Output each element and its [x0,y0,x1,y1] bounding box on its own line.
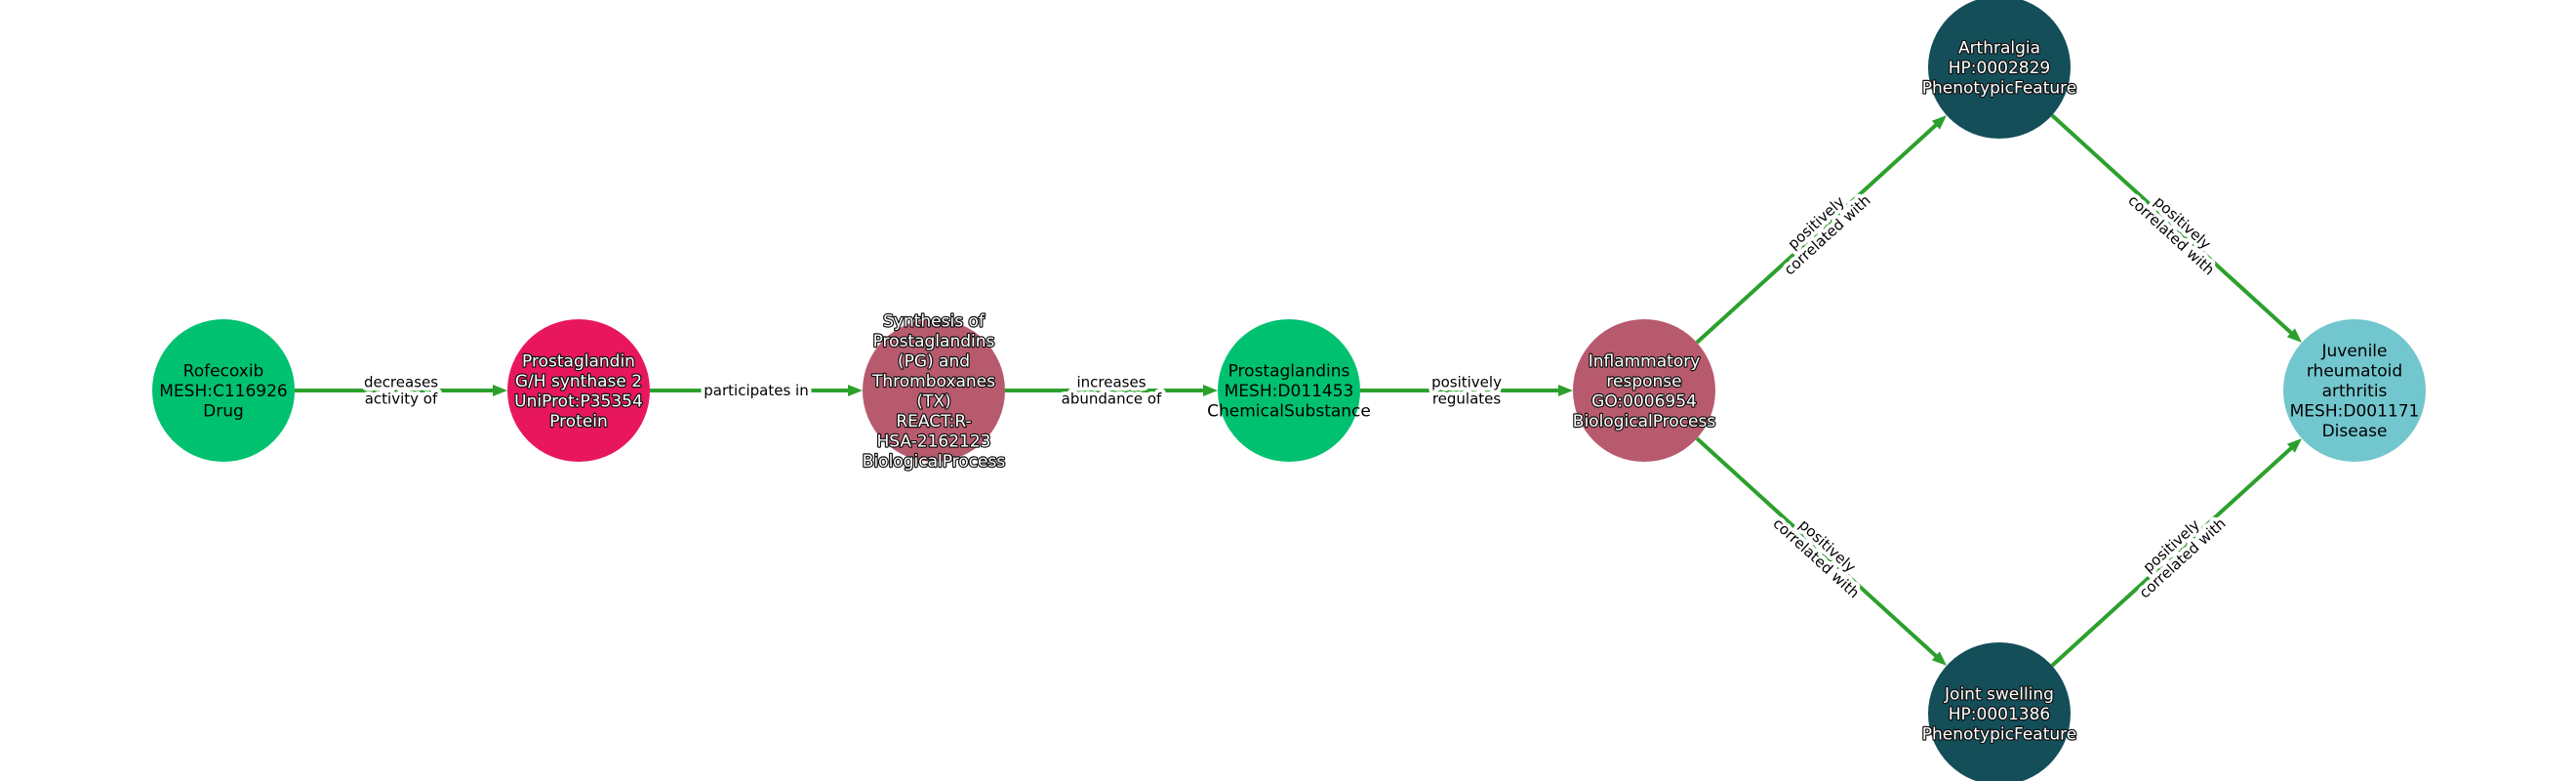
node-label-line: (TX) [916,391,950,411]
node-label-line: Juvenile [2321,342,2388,361]
node-label-line: Protein [549,412,608,432]
edge-label-line: regulates [1432,390,1502,408]
node-label-line: Drug [203,402,244,422]
node-label-line: rheumatoid [2307,362,2402,382]
node-label-line: Joint swelling [1944,685,2054,705]
node-label-line: UniProt:P35354 [514,391,643,411]
node-label-line: Prostaglandins [1228,362,1350,382]
node-label-line: BiologicalProcess [1573,412,1716,432]
node-circle[interactable] [1218,319,1360,462]
edge-label-line: activity of [365,390,438,408]
edge-rofecoxib-ptgs2 [295,385,507,396]
node-label-line: Prostaglandins [873,332,995,351]
edges-layer [295,113,2302,668]
node-label-line: MESH:C116926 [159,382,287,401]
arrow-head [848,385,863,396]
edge-line [1695,122,1939,345]
node-label-line: Thromboxanes [871,372,995,391]
edge-prostaglandins-inflammatory [1360,385,1573,396]
edge-line [1695,436,1939,659]
node-label-line: PhenotypicFeature [1922,725,2077,745]
node-label-line: MESH:D011453 [1225,382,1354,401]
edge-label-line: increases [1076,374,1146,391]
edge-inflammatory-arthralgia [1695,115,1947,345]
node-label-line: HP:0002829 [1949,59,2050,78]
edge-line [2050,445,2294,668]
edge-ptgs2-synthesis [650,385,863,396]
node-label-line: Inflammatory [1589,351,1701,371]
node-label-line: arthritis [2322,382,2388,401]
node-label-line: G/H synthase 2 [515,372,642,391]
edge-joint_swelling-jra [2050,438,2302,668]
arrow-head [2286,438,2302,453]
node-label-line: HP:0001386 [1949,705,2050,724]
edge-label: participates in [700,378,812,403]
edge-label-line: decreases [364,374,438,391]
arrow-head [1931,651,1947,666]
node-label-line: HSA-2162123 [877,432,991,451]
edge-label-line: abundance of [1062,390,1162,408]
node-label-line: Rofecoxib [183,362,264,382]
node-label-line: BiologicalProcess [863,452,1006,472]
edge-label-line: participates in [704,382,808,399]
node-label-line: Synthesis of [883,311,986,331]
node-label-line: Disease [2322,422,2388,441]
node-prostaglandins[interactable]: ProstaglandinsMESH:D011453ChemicalSubsta… [1207,319,1371,462]
edge-arthralgia-jra [2050,113,2302,343]
node-circle[interactable] [863,319,1005,462]
node-label-line: Prostaglandin [522,351,635,371]
node-circle[interactable] [2283,319,2426,462]
node-circle[interactable] [1573,319,1715,462]
arrow-head [1558,385,1573,396]
arrow-head [493,385,507,396]
node-label-line: PhenotypicFeature [1922,79,2077,99]
node-label-line: ChemicalSubstance [1207,402,1371,422]
node-circle[interactable] [152,319,295,462]
node-label-line: MESH:D001171 [2290,402,2420,422]
node-circle[interactable] [507,319,650,462]
edge-label-line: positively [1431,374,1502,391]
arrow-head [2286,328,2302,343]
edge-inflammatory-joint_swelling [1695,436,1947,666]
node-label-line: Arthralgia [1958,39,2040,59]
node-label-line: (PG) and [898,351,970,371]
arrow-head [1203,385,1218,396]
edge-synthesis-prostaglandins [1005,385,1218,396]
node-jra[interactable]: JuvenilerheumatoidarthritisMESH:D001171D… [2283,319,2426,462]
arrow-head [1931,115,1947,130]
node-label-line: REACT:R- [896,412,971,432]
edge-line [2050,113,2294,336]
node-label-line: GO:0006954 [1591,391,1697,411]
node-inflammatory[interactable]: InflammatoryresponseGO:0006954Biological… [1572,319,1717,462]
node-circle[interactable] [1928,642,2071,781]
node-joint_swelling[interactable]: Joint swellingHP:0001386PhenotypicFeatur… [1921,642,2077,781]
node-label-line: response [1606,372,1681,391]
node-circle[interactable] [1928,0,2071,139]
